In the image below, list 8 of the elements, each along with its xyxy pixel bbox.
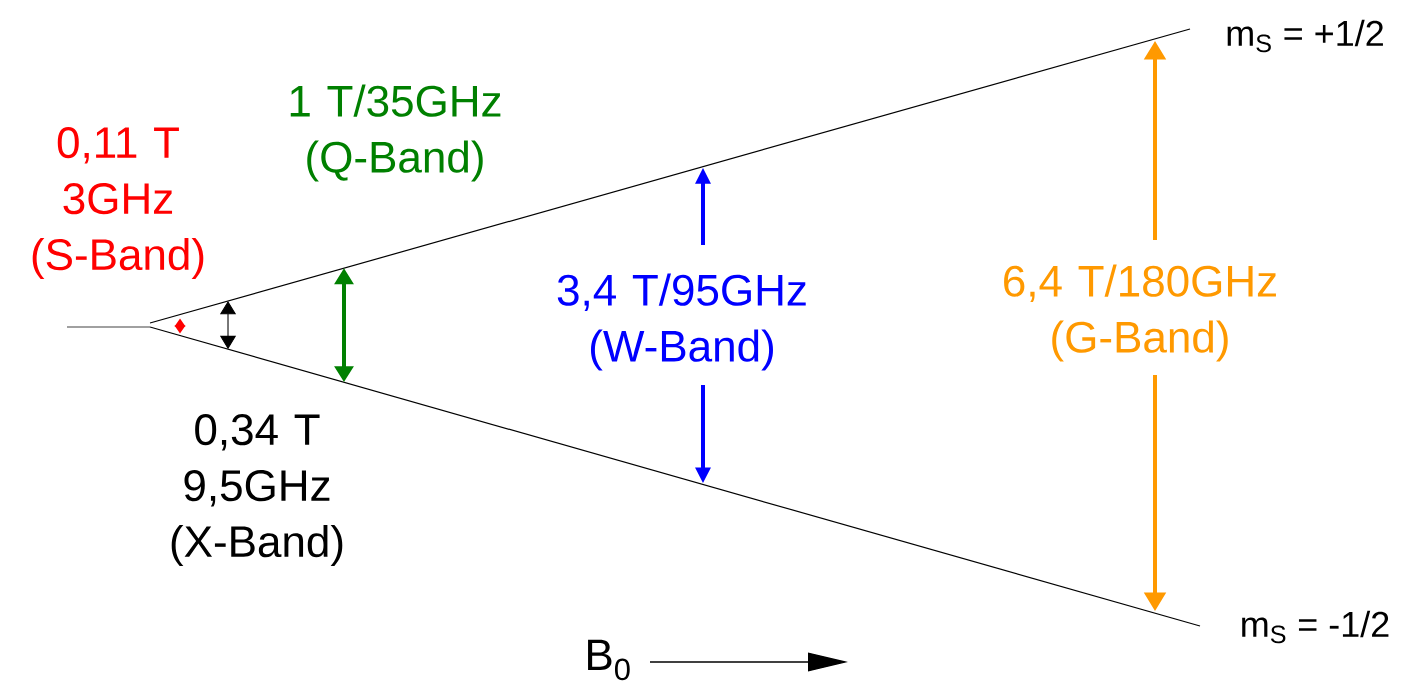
spin-state-label: m$_{S}$ = -1/2 [1242, 610, 1389, 644]
band-label: 6,4 T/180GHz (G-Band) [1004, 264, 1276, 362]
band-label: 0,11 T 3GHz (S-Band) [32, 127, 204, 279]
band-label: 3,4 T/95GHz (W-Band) [557, 273, 806, 371]
band-label: 0,34 T 9,5GHz (X-Band) [171, 414, 343, 566]
field-label: B$_{0}$ [588, 639, 630, 681]
band-label: 1 T/35GHz (Q-Band) [290, 84, 501, 182]
spin-state-label: m$_{S}$ = +1/2 [1227, 19, 1383, 53]
